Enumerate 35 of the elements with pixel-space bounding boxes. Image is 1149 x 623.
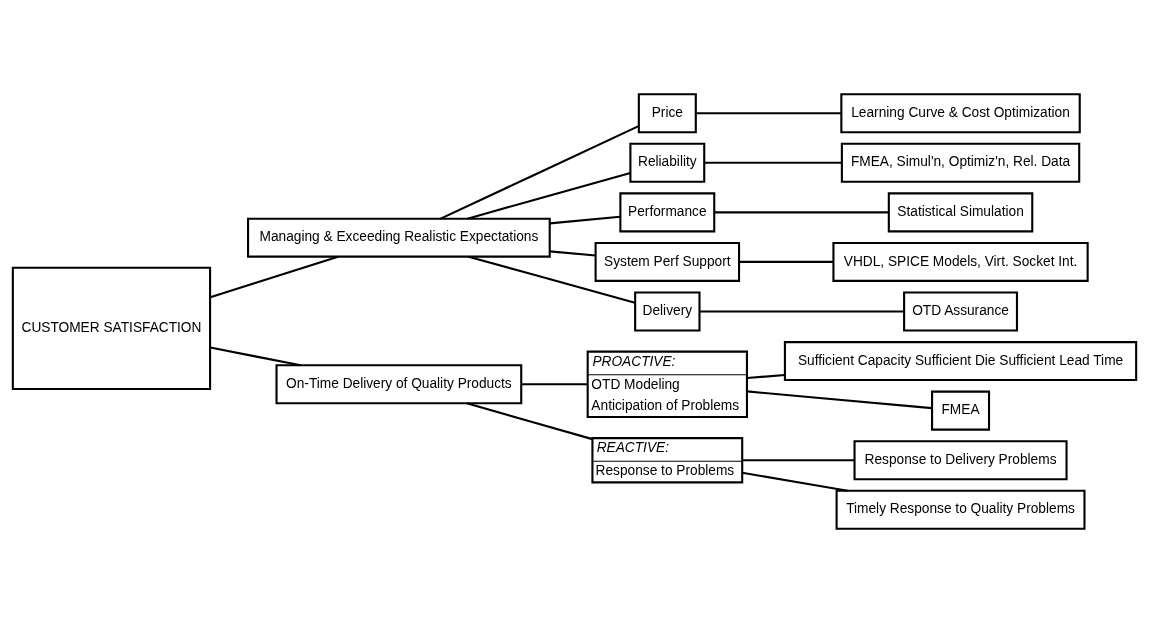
connector (210, 255, 339, 299)
connector (739, 260, 834, 263)
connector (549, 215, 621, 225)
node-box: Performance (619, 192, 716, 233)
node-box: FMEA, Simul'n, Optimiz'n, Rel. Data (840, 142, 1081, 183)
connector (742, 459, 855, 462)
node-box: Response to Delivery Problems (853, 440, 1068, 481)
connector (714, 211, 889, 214)
node-box: FMEA (931, 390, 991, 431)
node-box: Learning Curve & Cost Optimization (840, 93, 1081, 134)
connector (696, 112, 842, 115)
connector (210, 346, 301, 367)
node-box: Delivery (634, 291, 701, 332)
node-box: Sufficient Capacity Sufficient Die Sufficient Lead Time (783, 341, 1138, 382)
node-box: On-Time Delivery of Quality Products (275, 364, 523, 405)
connector (468, 255, 636, 304)
connector (699, 310, 904, 313)
node-box: Managing & Exceeding Realistic Expectations (247, 217, 551, 258)
node-box: System Perf Support (594, 241, 741, 282)
connector (742, 471, 848, 492)
connector (440, 125, 639, 220)
connector (747, 373, 785, 380)
connector (466, 402, 593, 441)
connector (521, 383, 588, 386)
node-box: Timely Response to Quality Problems (835, 489, 1086, 530)
node-box: OTD Assurance (903, 291, 1019, 332)
node-box: Price (637, 93, 697, 134)
node-box: CUSTOMER SATISFACTION (11, 266, 212, 391)
node-box: VHDL, SPICE Models, Virt. Socket Int. (832, 241, 1089, 282)
connector (467, 171, 631, 220)
node-box: Reliability (629, 142, 706, 183)
connector (549, 250, 596, 257)
node-box: Statistical Simulation (887, 192, 1034, 233)
connector (704, 161, 842, 164)
connector (747, 390, 932, 410)
